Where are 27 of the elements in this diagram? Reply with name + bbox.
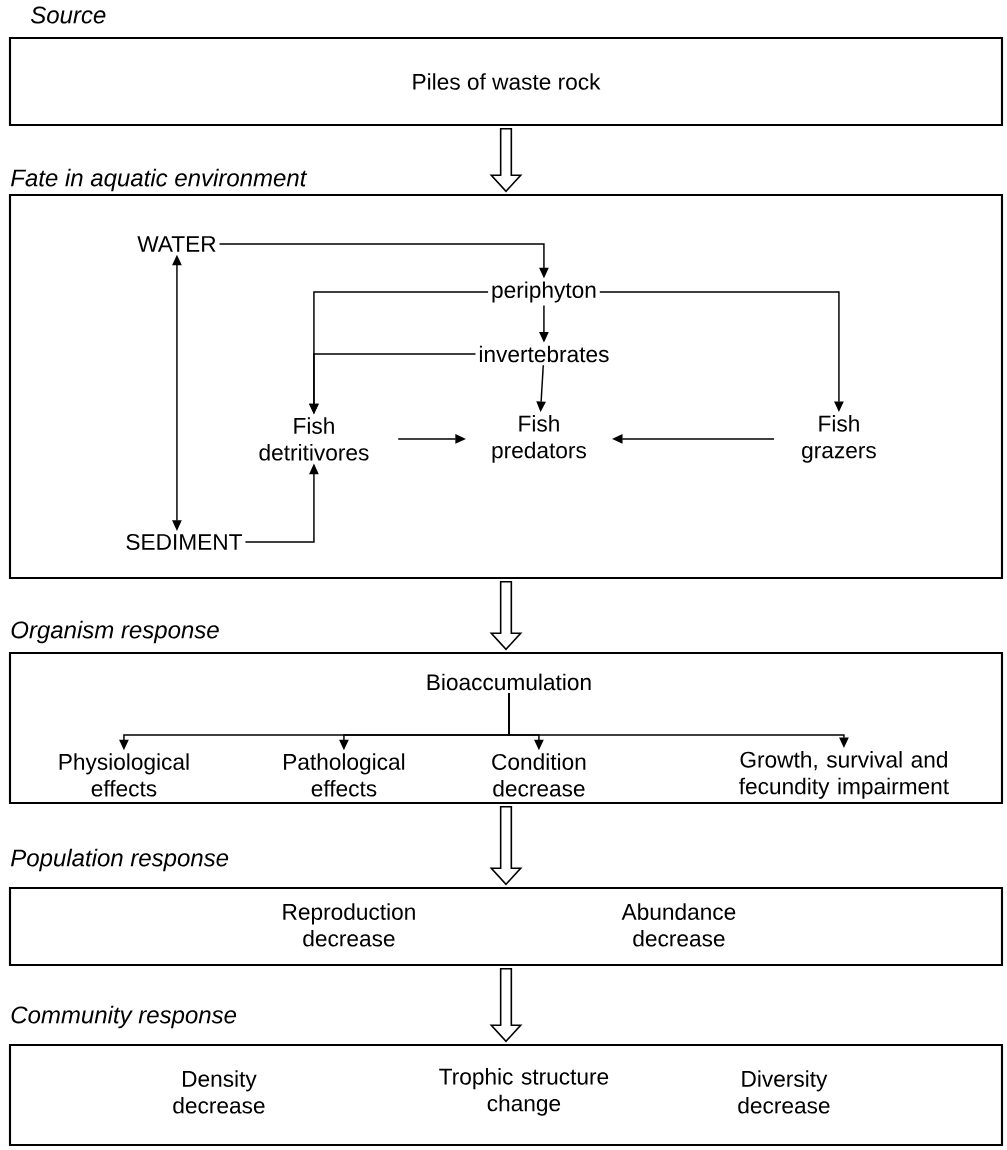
node-label: Fish grazers (802, 415, 876, 463)
node-label: Density decrease (173, 1070, 265, 1114)
block-arrow (489, 967, 523, 1043)
node-label: Trophic structure change (439, 1068, 609, 1116)
section-heading: Fate in aquatic environment (11, 168, 308, 192)
panel-box: Piles of waste rock (8, 36, 1004, 127)
section-heading: Community response (11, 1005, 237, 1029)
node-label: Abundance decrease (621, 903, 736, 947)
node-label: Bioaccumulation (427, 673, 591, 691)
section-heading: Population response (11, 848, 229, 872)
node-label: Reproduction decrease (283, 903, 415, 947)
node-label: Condition decrease (492, 753, 586, 797)
node-label: Pathological effects (284, 753, 405, 797)
node-label: Growth, survival and fecundity impairment (739, 751, 949, 799)
node-label: periphyton (492, 281, 596, 303)
node-label: Physiological effects (59, 753, 189, 797)
node-label: invertebrates (479, 345, 609, 363)
block-arrow (489, 580, 523, 651)
block-arrow (489, 127, 523, 193)
node-label: Diversity decrease (738, 1070, 830, 1114)
node-label: SEDIMENT (126, 533, 242, 550)
section-heading: Organism response (11, 620, 219, 644)
node-label: Fish detritivores (259, 417, 369, 461)
section-heading: Source (30, 6, 106, 24)
block-arrow (489, 805, 523, 886)
node-label: Fish predators (492, 415, 586, 463)
node-label: WATER (137, 236, 216, 252)
